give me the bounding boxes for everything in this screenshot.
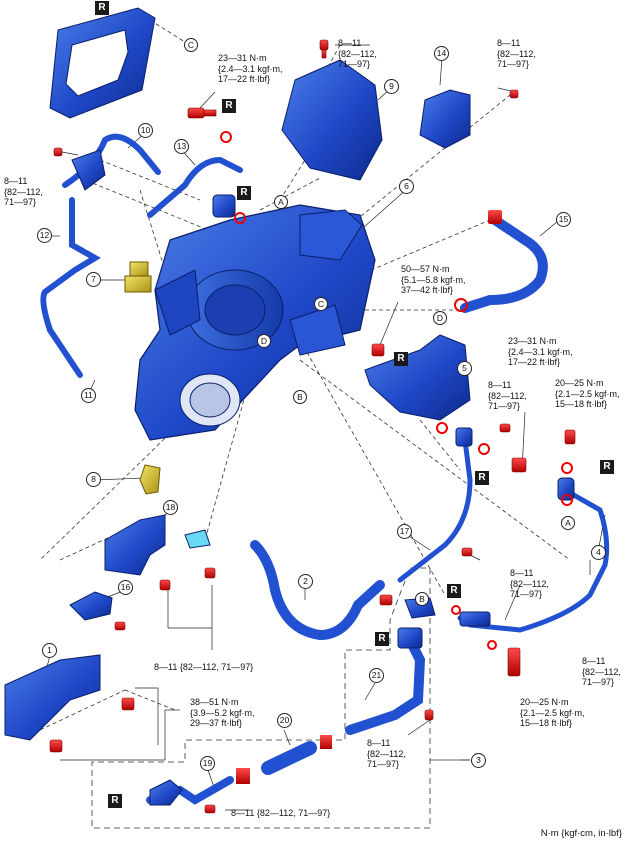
group-outline-3 <box>91 567 431 829</box>
torque-label: 8—11 {82—112, 71—97} <box>154 662 254 672</box>
hose-15 <box>460 215 548 313</box>
torque-label: 20—25 N·m {2.1—2.5 kgf·m, 15—18 ft·lbf} <box>520 697 585 728</box>
turbocharger-6 <box>134 204 376 441</box>
callout-letter-b: B <box>415 592 429 606</box>
callout-19: 19 <box>200 756 215 771</box>
torque-label: 23—31 N·m {2.4—3.1 kgf·m, 17—22 ft·lbf} <box>508 336 573 367</box>
replace-badge: R <box>475 471 489 485</box>
gasket-top-left <box>49 7 156 119</box>
callout-14: 14 <box>434 46 449 61</box>
replace-badge: R <box>95 1 109 15</box>
pipe-13 <box>147 156 243 218</box>
hose-20 <box>261 741 317 775</box>
torque-label: 8—11 {82—112, 71—97} <box>497 38 536 69</box>
hose-11-12 <box>40 197 101 378</box>
callout-8: 8 <box>86 472 101 487</box>
torque-label: 20—25 N·m {2.1—2.5 kgf·m, 15—18 ft·lbf} <box>555 378 620 409</box>
callout-17: 17 <box>397 524 412 539</box>
callout-15: 15 <box>556 212 571 227</box>
bracket-1 <box>4 654 101 741</box>
callout-letter-d: D <box>433 311 447 325</box>
unit-note: N·m {kgf·cm, in·lbf} <box>540 828 622 839</box>
sensor-8 <box>139 464 161 495</box>
torque-label: 8—11 {82—112, 71—97} <box>367 738 406 769</box>
callout-20: 20 <box>277 713 292 728</box>
callout-letter-a: A <box>561 516 575 530</box>
pipe-21 <box>345 635 426 735</box>
torque-label: 8—11 {82—112, 71—97} <box>510 568 549 599</box>
torque-label: 8—11 {82—112, 71—97} <box>582 656 621 687</box>
hose-2 <box>250 540 385 641</box>
callout-18: 18 <box>163 500 178 515</box>
replace-badge: R <box>237 186 251 200</box>
callout-letter-c: C <box>184 38 198 52</box>
callout-2: 2 <box>298 574 313 589</box>
torque-label: 50—57 N·m {5.1—5.8 kgf·m, 37—42 ft·lbf} <box>401 264 466 295</box>
torque-label: 8—11 {82—112, 71—97} <box>338 38 377 69</box>
torque-label: 23—31 N·m {2.4—3.1 kgf·m, 17—22 ft·lbf} <box>218 53 283 84</box>
replace-badge: R <box>375 632 389 646</box>
replace-badge: R <box>222 99 236 113</box>
callout-21: 21 <box>369 668 384 683</box>
bracket-5 <box>364 334 471 421</box>
callout-16: 16 <box>118 580 133 595</box>
torque-label: 8—11 {82—112, 71—97} <box>488 380 527 411</box>
replace-badge: R <box>600 460 614 474</box>
callout-3: 3 <box>471 753 486 768</box>
sensor-7 <box>124 261 152 293</box>
torque-label: 8—11 {82—112, 71—97} <box>231 808 331 818</box>
bracket-16 <box>69 591 113 621</box>
replace-badge: R <box>108 794 122 808</box>
callout-1: 1 <box>42 643 57 658</box>
callout-letter-a: A <box>274 195 288 209</box>
red-bolts <box>49 39 576 814</box>
callout-12: 12 <box>37 228 52 243</box>
callout-7: 7 <box>86 272 101 287</box>
torque-label: 8—11 {82—112, 71—97} <box>4 176 43 207</box>
torque-label: 38—51 N·m {3.9—5.2 kgf·m, 29—37 ft·lbf} <box>190 697 255 728</box>
callout-letter-c: C <box>314 297 328 311</box>
callout-letter-b: B <box>293 390 307 404</box>
replace-badge: R <box>394 352 408 366</box>
callout-13: 13 <box>174 139 189 154</box>
bracket-18 <box>104 514 166 576</box>
pipe-17 <box>397 437 473 583</box>
callout-9: 9 <box>384 79 399 94</box>
bracket-14 <box>419 89 471 149</box>
pipe-4 <box>457 487 610 633</box>
replace-badge: R <box>447 584 461 598</box>
callout-4: 4 <box>591 545 606 560</box>
heat-shield-9 <box>281 59 383 181</box>
callout-6: 6 <box>399 179 414 194</box>
callout-letter-d: D <box>257 334 271 348</box>
callout-11: 11 <box>81 388 96 403</box>
callout-5: 5 <box>457 361 472 376</box>
callout-10: 10 <box>138 123 153 138</box>
red-o-rings <box>220 131 573 650</box>
